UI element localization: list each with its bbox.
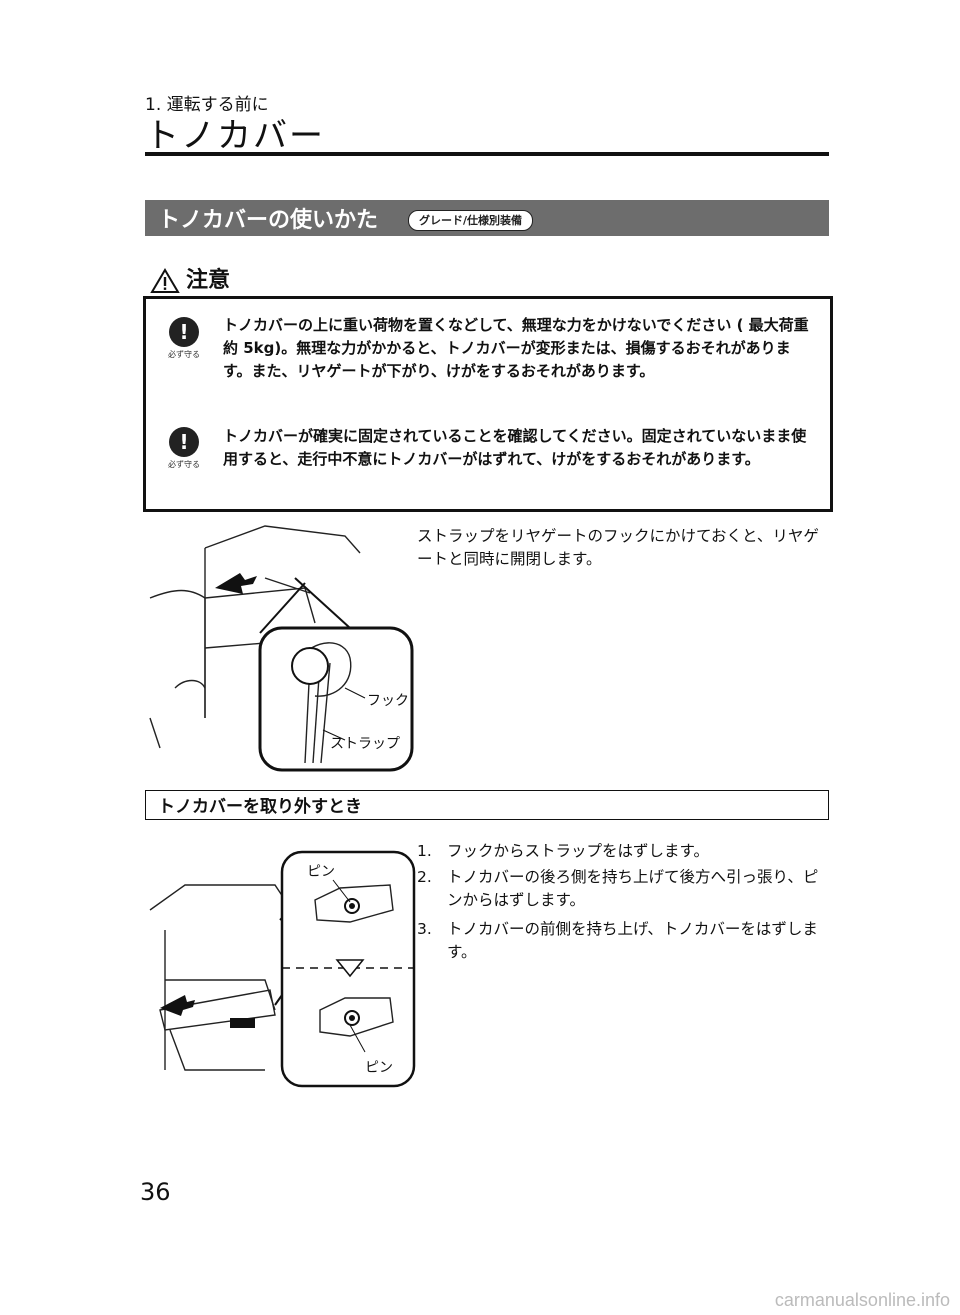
step-3: 3. トノカバーの前側を持ち上げ、トノカバーをはずします。 xyxy=(417,918,829,964)
grade-badge: グレード/仕様別装備 xyxy=(408,210,534,231)
tonneau-removal-illustration: ピン ピン xyxy=(149,850,416,1088)
warning-triangle-icon xyxy=(150,268,180,293)
strap-description: ストラップをリヤゲートのフックにかけておくと、リヤゲートと同時に開閉します。 xyxy=(417,527,819,568)
must-observe-label: 必ず守る xyxy=(168,350,200,359)
chapter-label: 1. 運転する前に xyxy=(145,95,269,115)
caution-item-1: トノカバーの上に重い荷物を置くなどして、無理な力をかけないでください ( 最大荷… xyxy=(223,316,809,380)
caution-box: ! 必ず守る トノカバーの上に重い荷物を置くなどして、無理な力をかけないでくださ… xyxy=(143,296,833,512)
subsection-bar xyxy=(145,790,829,820)
step-text: フックからストラップをはずします。 xyxy=(447,842,709,860)
hook-label: フック xyxy=(367,693,409,709)
strap-hook-illustration: フック ストラップ xyxy=(149,525,414,772)
caution-item-2: トノカバーが確実に固定されていることを確認してください。固定されていないまま使用… xyxy=(223,427,807,468)
must-observe-icon: ! 必ず守る xyxy=(164,427,204,470)
step-2: 2. トノカバーの後ろ側を持ち上げて後方へ引っ張り、ピンからはずします。 xyxy=(417,866,829,912)
footer-watermark: carmanualsonline.info xyxy=(774,1290,950,1310)
step-1: 1. フックからストラップをはずします。 xyxy=(417,840,829,863)
pin-label-top: ピン xyxy=(307,864,335,880)
step-number: 3. xyxy=(417,920,432,938)
page-title: トノカバー xyxy=(145,116,325,156)
step-number: 2. xyxy=(417,868,432,886)
must-observe-label: 必ず守る xyxy=(168,460,200,469)
step-text: トノカバーの前側を持ち上げ、トノカバーをはずします。 xyxy=(447,920,818,961)
strap-label: ストラップ xyxy=(330,736,400,752)
subsection-title: トノカバーを取り外すとき xyxy=(158,797,362,817)
title-rule xyxy=(145,152,829,156)
must-observe-icon: ! 必ず守る xyxy=(164,317,204,360)
step-number: 1. xyxy=(417,842,432,860)
pin-label-bottom: ピン xyxy=(365,1060,393,1076)
caution-heading: 注意 xyxy=(150,262,230,294)
section-title: トノカバーの使いかた xyxy=(158,208,379,233)
page-number: 36 xyxy=(140,1178,171,1206)
caution-heading-text: 注意 xyxy=(186,268,231,293)
step-text: トノカバーの後ろ側を持ち上げて後方へ引っ張り、ピンからはずします。 xyxy=(447,868,819,909)
